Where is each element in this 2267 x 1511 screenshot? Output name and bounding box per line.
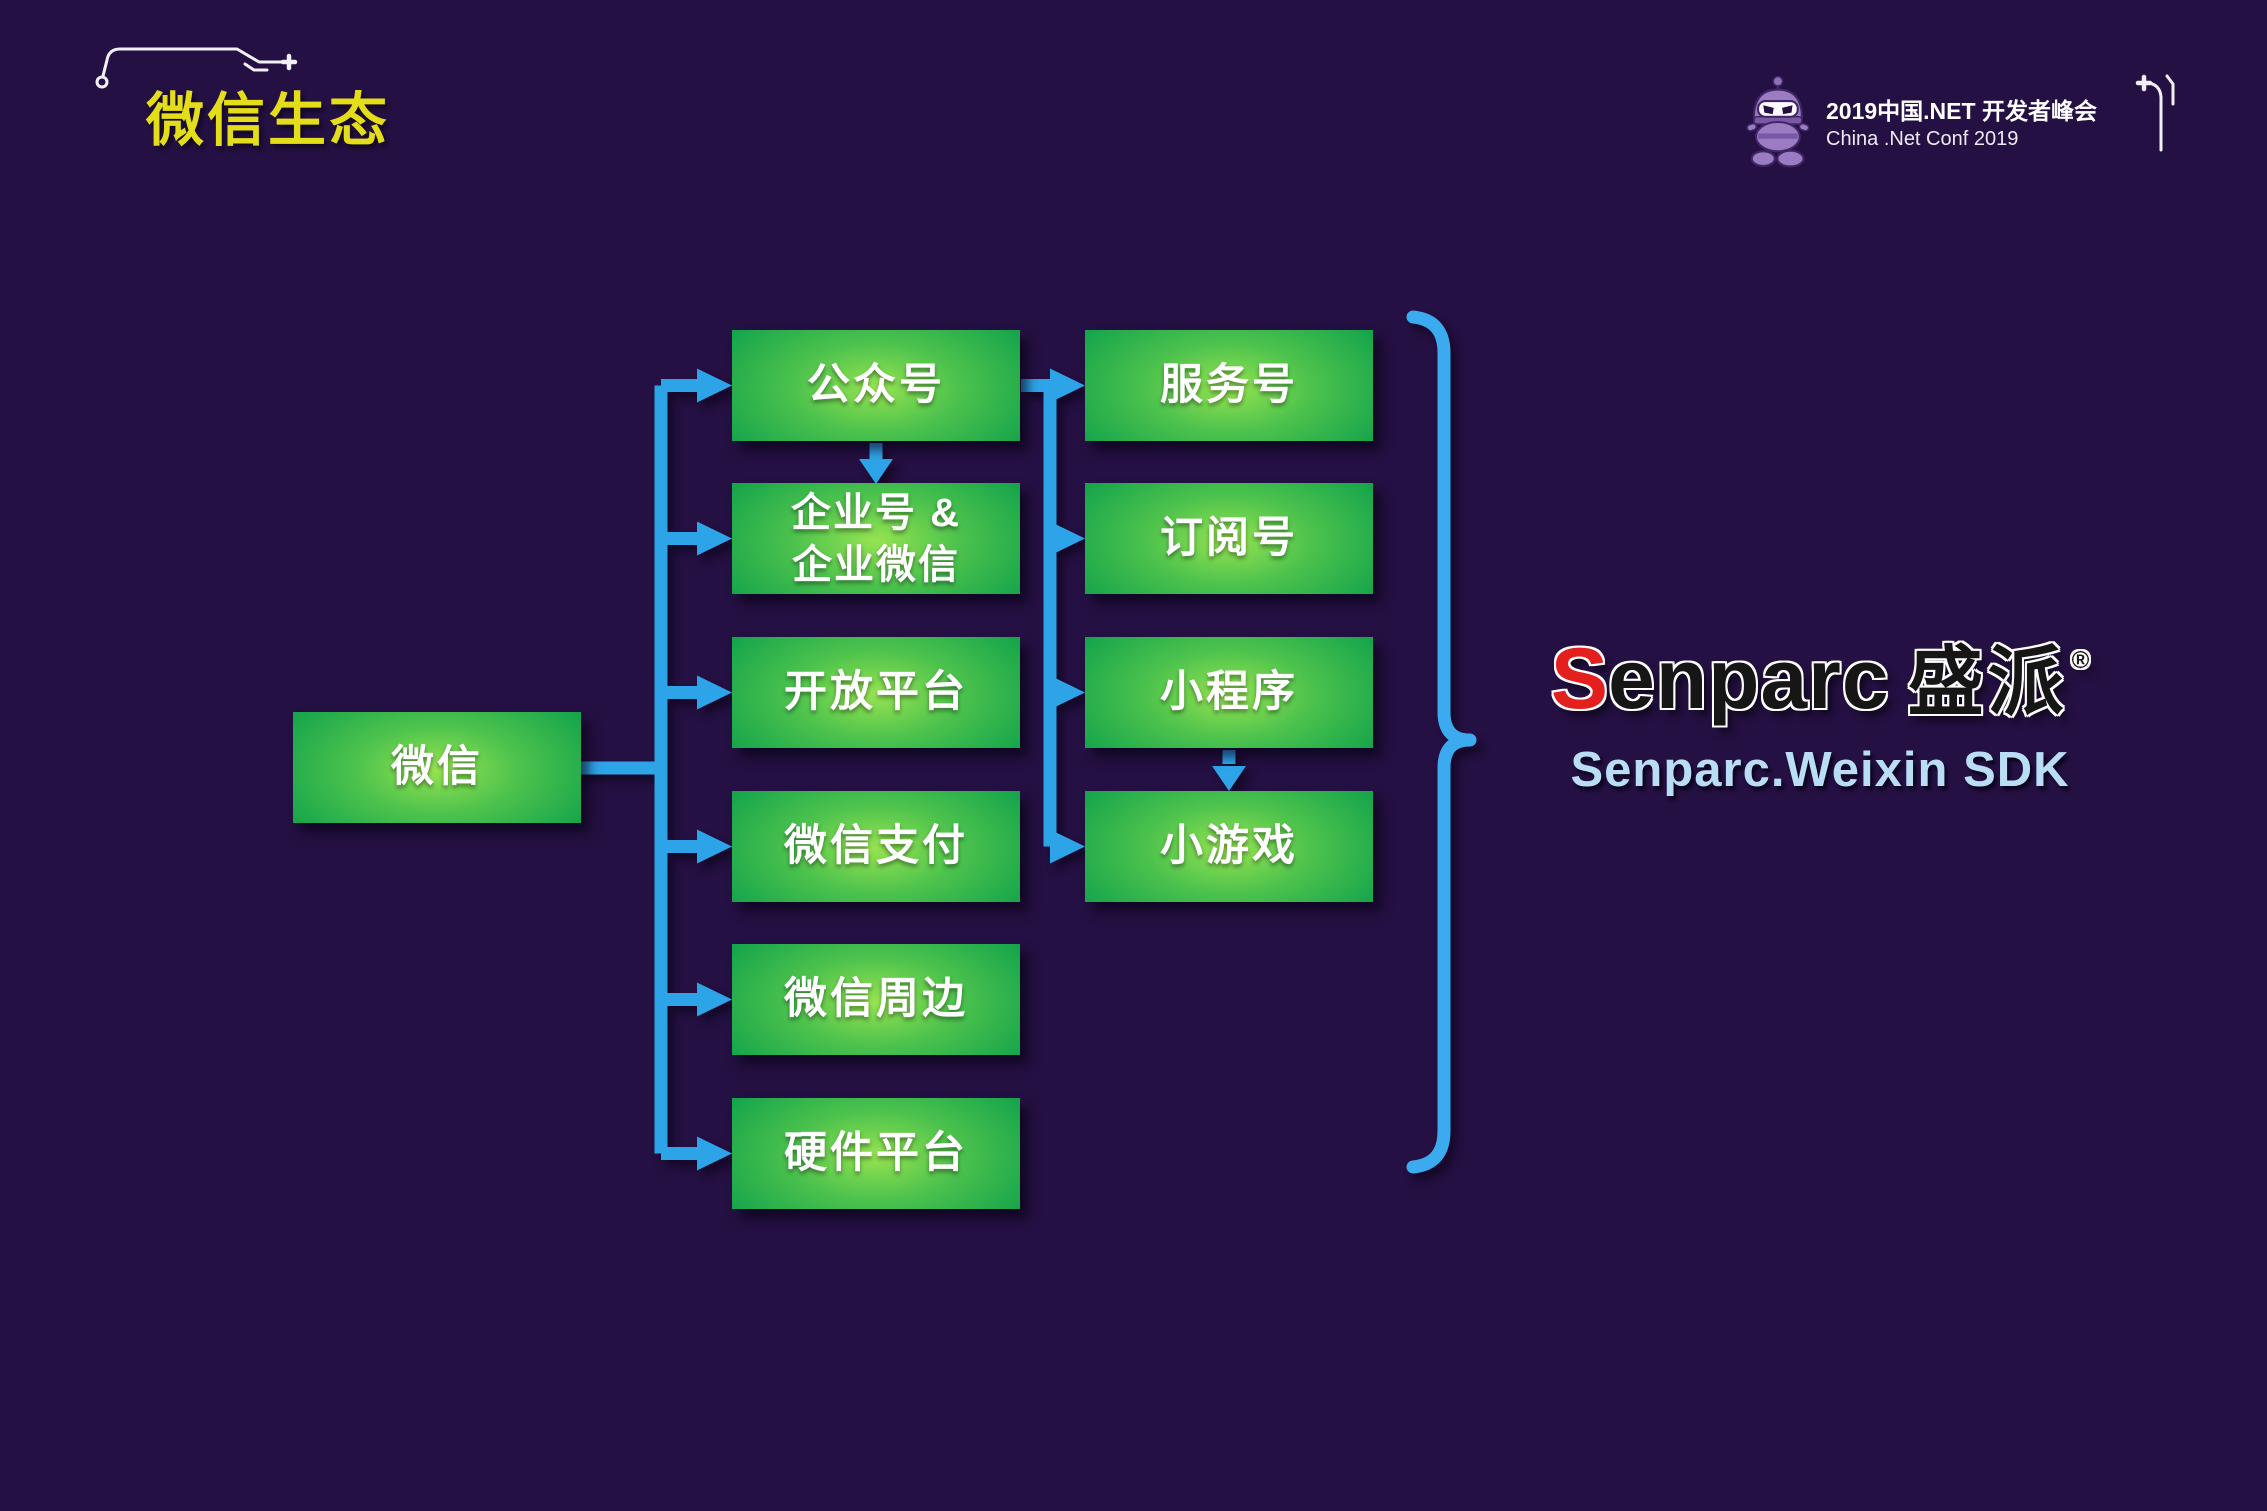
page-title: 微信生态 bbox=[146, 88, 391, 153]
conference-text: 2019中国.NET 开发者峰会 China .Net Conf 2019 bbox=[1826, 98, 2097, 151]
registered-mark: ® bbox=[2071, 647, 2090, 674]
node-label-line2: 企业微信 bbox=[792, 542, 960, 587]
node-subscription-account: 订阅号 bbox=[1085, 483, 1373, 594]
arrowhead-to-official-accounts bbox=[697, 368, 732, 403]
arrowhead-to-mini-program bbox=[1050, 675, 1085, 710]
arrowhead-to-wechat-pay bbox=[697, 829, 732, 864]
circuit-trace-echo bbox=[2165, 74, 2175, 106]
arrowhead-official-to-enterprise bbox=[859, 459, 893, 484]
node-label: 开放平台 bbox=[784, 667, 968, 716]
node-service-account: 服务号 bbox=[1085, 330, 1373, 441]
node-enterprise: 企业号 & 企业微信 bbox=[732, 483, 1020, 594]
node-label: 硬件平台 bbox=[784, 1128, 968, 1177]
node-label: 微信 bbox=[391, 742, 483, 791]
node-wechat-pay: 微信支付 bbox=[732, 791, 1020, 902]
circuit-ring-icon bbox=[95, 75, 109, 89]
node-label: 微信周边 bbox=[784, 974, 968, 1023]
node-label: 小游戏 bbox=[1160, 821, 1298, 870]
arrowhead-miniprogram-to-minigame bbox=[1212, 766, 1246, 791]
senparc-logo-initial: S bbox=[1550, 631, 1609, 727]
node-official-accounts: 公众号 bbox=[732, 330, 1020, 441]
arrowhead-to-enterprise bbox=[697, 521, 732, 556]
node-open-platform: 开放平台 bbox=[732, 637, 1020, 748]
node-label: 公众号 bbox=[807, 360, 945, 409]
node-label: 小程序 bbox=[1160, 667, 1298, 716]
circuit-trace bbox=[101, 47, 284, 78]
node-mini-program: 小程序 bbox=[1085, 637, 1373, 748]
conference-title-en: China .Net Conf 2019 bbox=[1826, 128, 2019, 151]
conference-title-cn: 2019中国.NET 开发者峰会 bbox=[1826, 98, 2097, 124]
node-label: 服务号 bbox=[1160, 360, 1298, 409]
brace-bracket bbox=[1406, 310, 1477, 1174]
circuit-trace bbox=[2147, 81, 2163, 152]
senparc-logo-cn: 盛派 bbox=[1907, 640, 2068, 725]
circuit-trace-echo bbox=[243, 62, 269, 72]
node-mini-game: 小游戏 bbox=[1085, 791, 1373, 902]
arrowhead-to-hardware-platform bbox=[697, 1136, 732, 1171]
circuit-plus-icon bbox=[2135, 74, 2153, 92]
arrowhead-to-mini-game bbox=[1050, 829, 1085, 864]
circuit-decoration-left bbox=[95, 47, 298, 89]
connector-left-stubs bbox=[661, 379, 700, 1160]
arrowhead-to-service-account bbox=[1050, 368, 1085, 403]
node-label: 微信支付 bbox=[784, 821, 968, 870]
node-wechat: 微信 bbox=[293, 712, 581, 823]
arrowhead-to-open-platform bbox=[697, 675, 732, 710]
circuit-plus-icon bbox=[280, 53, 298, 71]
arrowhead-to-wechat-peripheral bbox=[697, 982, 732, 1017]
arrowhead-to-subscription-account bbox=[1050, 521, 1085, 556]
node-hardware-platform: 硬件平台 bbox=[732, 1098, 1020, 1209]
node-wechat-peripheral: 微信周边 bbox=[732, 944, 1020, 1055]
conference-mascot-icon bbox=[1746, 76, 1810, 168]
sdk-label: Senparc.Weixin SDK bbox=[1570, 743, 2070, 797]
node-label-line1: 企业号 & bbox=[791, 490, 961, 535]
senparc-logo-rest: enparc bbox=[1608, 632, 1890, 726]
node-label: 订阅号 bbox=[1160, 513, 1298, 562]
circuit-decoration-right bbox=[2135, 74, 2175, 152]
conference-logo: 2019中国.NET 开发者峰会 China .Net Conf 2019 bbox=[1746, 76, 2097, 168]
